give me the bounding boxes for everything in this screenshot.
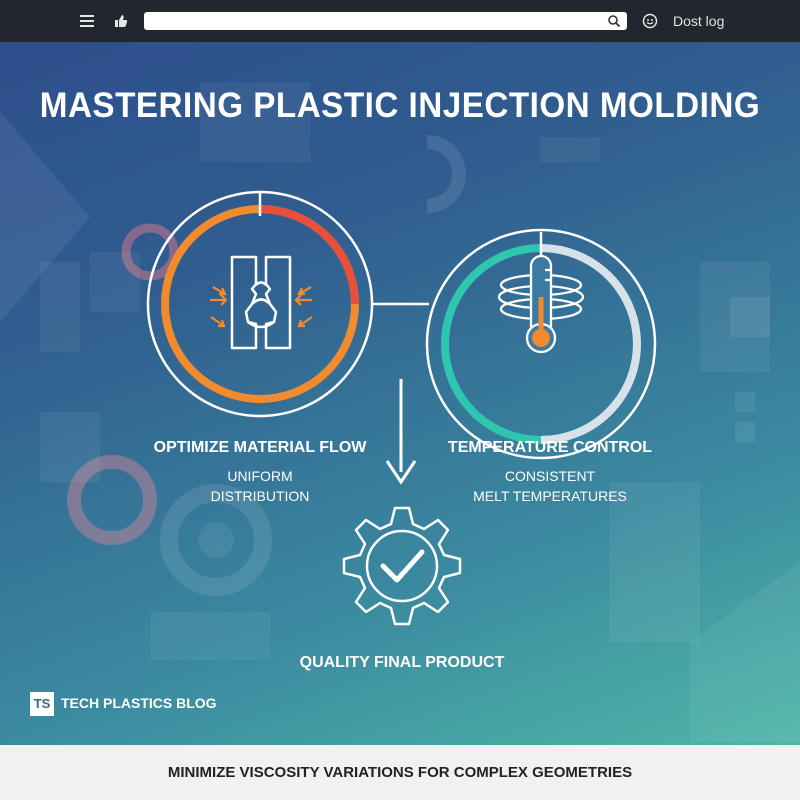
caption-bar: MINIMIZE VISCOSITY VARIATIONS FOR COMPLE… — [0, 745, 800, 800]
smiley-icon[interactable] — [642, 13, 658, 29]
background-decoration — [0, 82, 800, 742]
top-nav-bar: Dost log — [0, 0, 800, 42]
mold-flow-icon — [230, 255, 292, 350]
step-material-flow-title: OPTIMIZE MATERIAL FLOW — [153, 439, 367, 456]
step-material-flow-subtitle-line-1: UNIFORM — [227, 468, 293, 484]
gear-check-icon — [342, 506, 462, 626]
result-title: QUALITY FINAL PRODUCT — [299, 654, 505, 671]
step-temperature-subtitle-line-1: CONSISTENT — [504, 468, 596, 484]
caption-text: MINIMIZE VISCOSITY VARIATIONS FOR COMPLE… — [167, 764, 633, 781]
thermometer-icon — [497, 254, 585, 354]
infographic-title: MASTERING PLASTIC INJECTION MOLDING — [39, 86, 761, 125]
step-circle-temperature — [425, 228, 657, 460]
step-temperature-subtitle-line-2: MELT TEMPERATURES — [473, 488, 627, 504]
step-material-flow-subtitle-line-2: DISTRIBUTION — [210, 488, 310, 504]
hamburger-icon[interactable] — [80, 15, 94, 27]
process-diagram — [146, 190, 657, 626]
step-temperature-title: TEMPERATURE CONTROL — [447, 439, 653, 456]
search-input[interactable] — [144, 12, 627, 30]
step-circle-material-flow — [146, 190, 374, 418]
brand-name: TECH PLASTICS BLOG — [61, 695, 217, 711]
flow-arrows-icon — [210, 286, 313, 328]
nav-link[interactable]: Dost log — [673, 13, 725, 29]
brand-logo: TS — [30, 692, 54, 716]
down-arrow — [385, 379, 417, 485]
search-icon[interactable] — [607, 14, 621, 28]
infographic: MASTERING PLASTIC INJECTION MOLDING — [0, 42, 800, 745]
thumbs-up-icon[interactable] — [113, 13, 129, 29]
